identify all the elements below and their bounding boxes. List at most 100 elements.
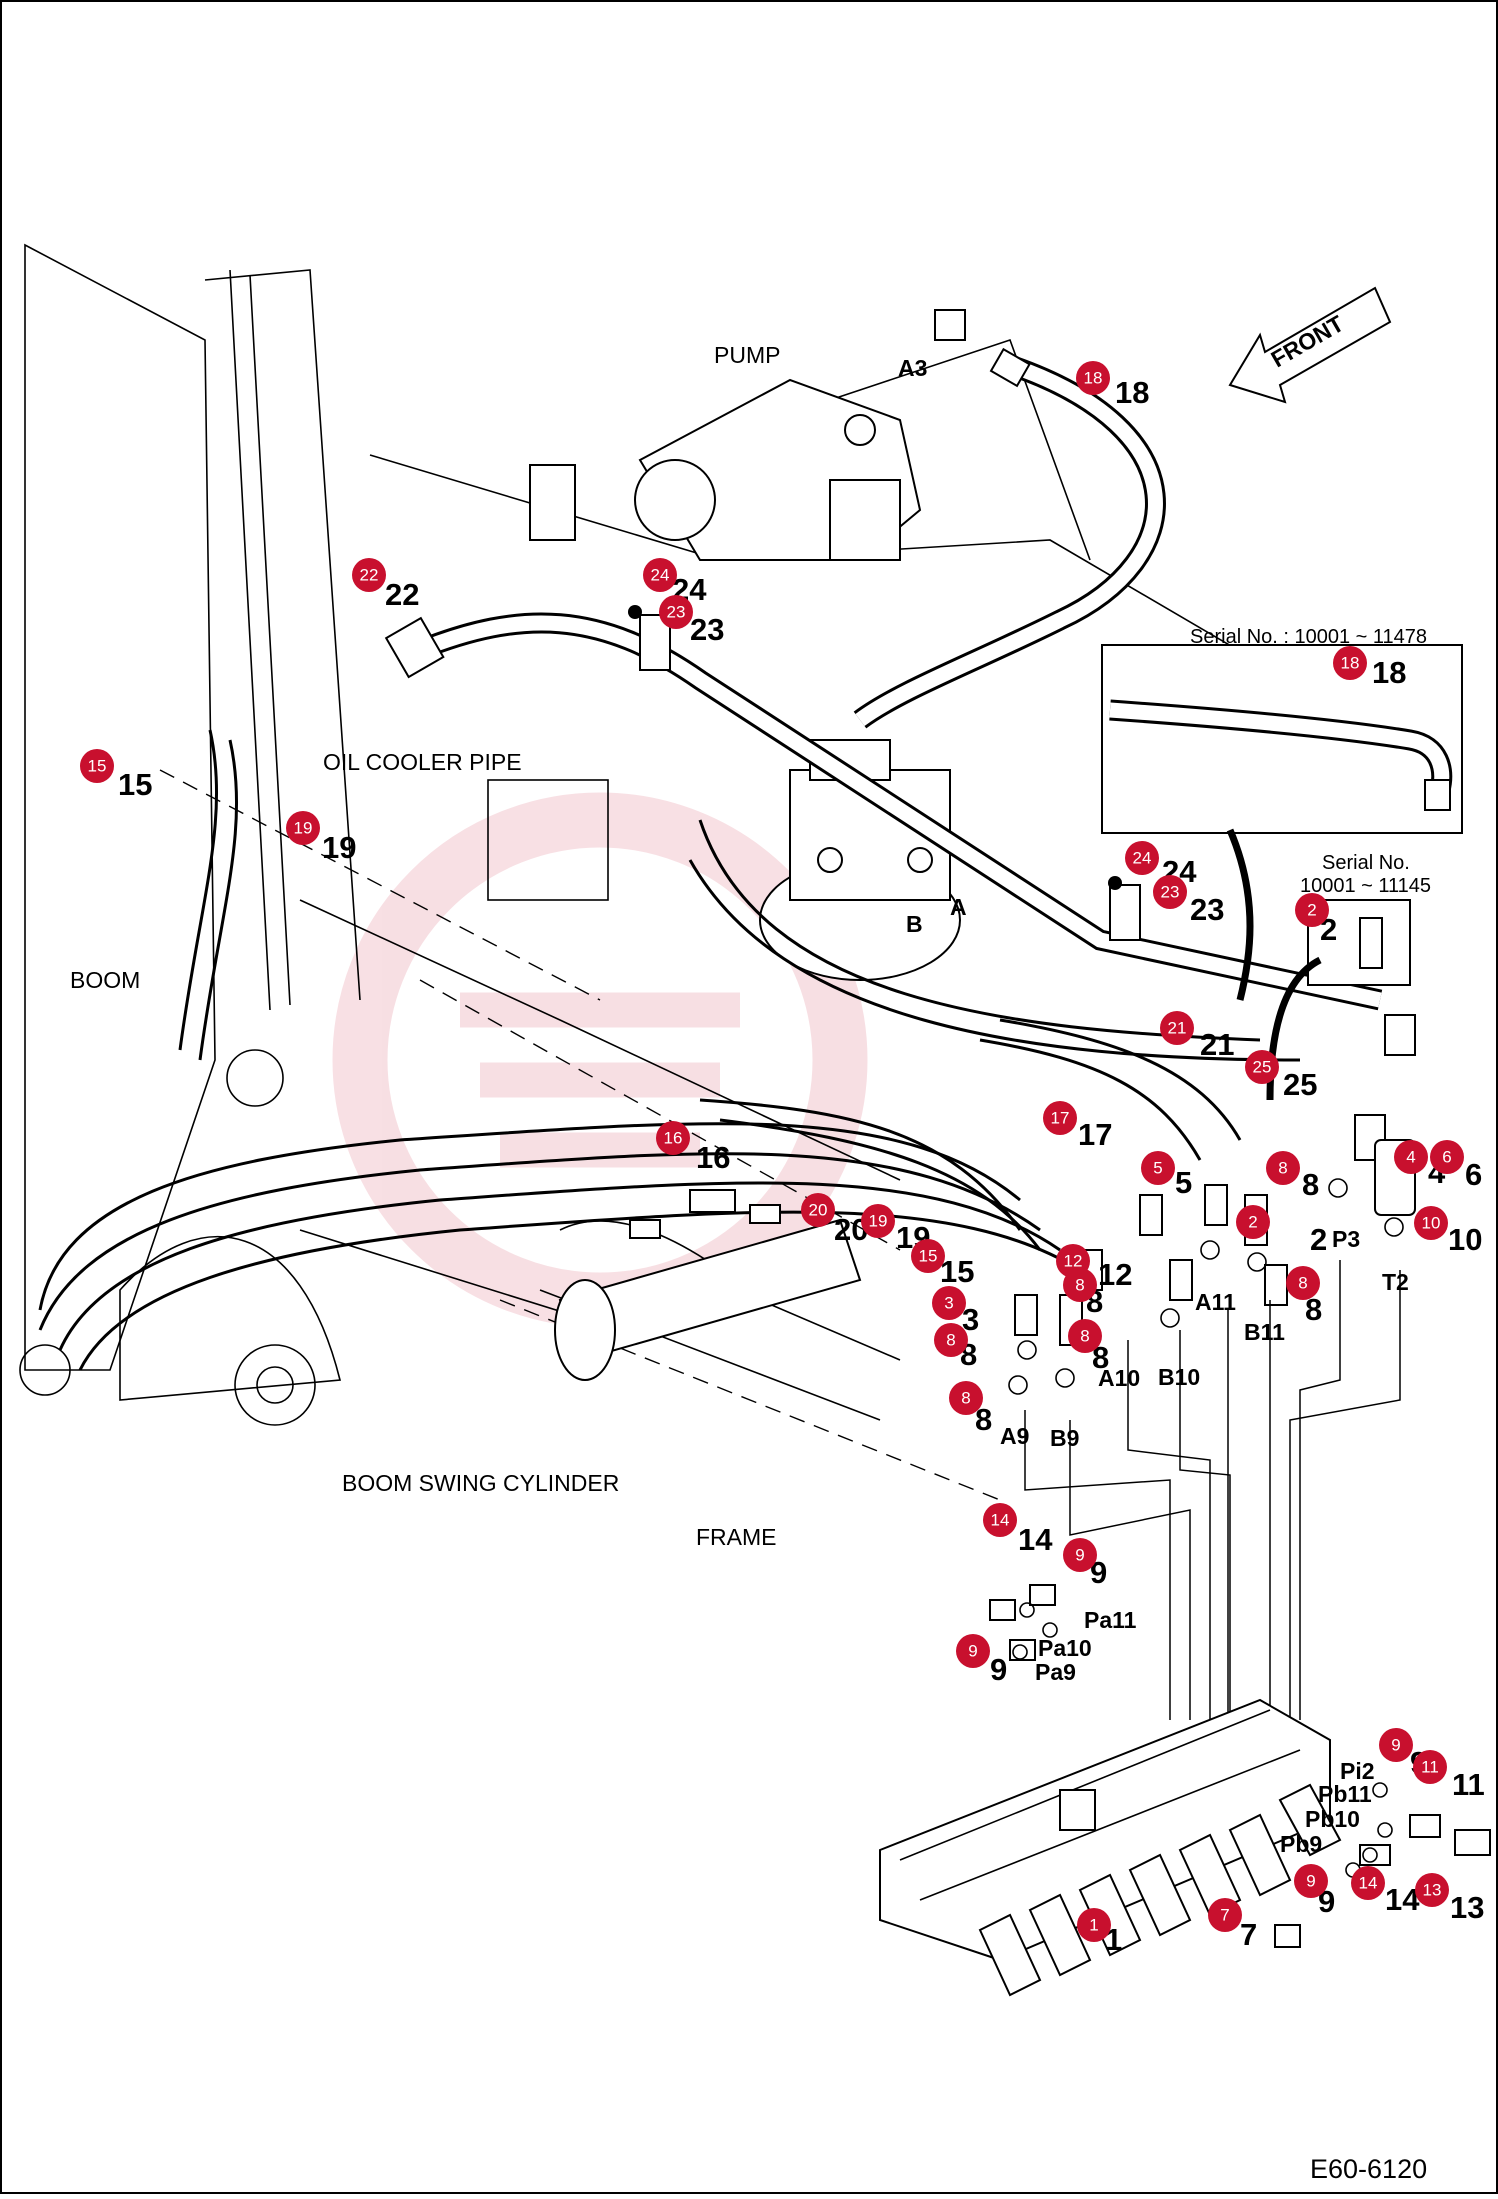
badge-text: 9 [1075,1546,1084,1565]
badge-24: 24 [1125,841,1159,875]
badge-text: 15 [919,1247,938,1266]
badge-text: 8 [1075,1276,1084,1295]
part-number-23: 23 [1190,892,1224,927]
badge-10: 10 [1414,1206,1448,1240]
badge-23: 23 [1153,875,1187,909]
badge-text: 8 [1080,1327,1089,1346]
control-valve [879,1584,1491,1997]
oil-cooler-pipe [384,605,1416,1056]
badge-text: 3 [944,1294,953,1313]
port-leaders [1024,1260,1401,1720]
badge-19: 19 [861,1204,895,1238]
badge-text: 13 [1423,1881,1442,1900]
port-pb9: Pb9 [1280,1831,1322,1857]
part-number-8: 8 [1302,1167,1319,1202]
port-pa10: Pa10 [1038,1635,1092,1661]
badge-2: 2 [1236,1205,1270,1239]
badge-text: 9 [968,1642,977,1661]
serial-box-title: Serial No. : 10001 ~ 11478 [1190,626,1427,648]
badge-19: 19 [286,811,320,845]
badge-text: 8 [961,1389,970,1408]
badge-text: 24 [651,566,670,585]
part-number-15: 15 [940,1254,974,1289]
badge-text: 9 [1391,1736,1400,1755]
badge-text: 5 [1153,1159,1162,1178]
port-pb10: Pb10 [1305,1806,1360,1832]
port-b: B [906,911,923,937]
watermark [332,792,868,1328]
part-number-18: 18 [1115,375,1149,410]
badge-5: 5 [1141,1151,1175,1185]
badge-text: 2 [1307,901,1316,920]
badge-3: 3 [932,1286,966,1320]
serial-note-line1: Serial No. [1322,852,1410,874]
pump-label: PUMP [714,342,780,368]
port-pi2: Pi2 [1340,1758,1375,1784]
badge-18: 18 [1333,646,1367,680]
part-number-11: 11 [1452,1767,1485,1802]
badge-text: 14 [991,1511,1010,1530]
badge-13: 13 [1415,1873,1449,1907]
badge-14: 14 [1351,1866,1385,1900]
badge-8: 8 [949,1381,983,1415]
boom-structure [19,243,361,1426]
part-number-8: 8 [1305,1292,1322,1327]
badge-text: 17 [1051,1109,1070,1128]
badge-text: 8 [946,1331,955,1350]
badge-15: 15 [911,1239,945,1273]
badge-21: 21 [1160,1011,1194,1045]
badge-text: 1 [1089,1916,1098,1935]
part-number-8: 8 [1092,1340,1109,1375]
part-number-12: 12 [1098,1257,1132,1292]
part-number-21: 21 [1200,1027,1234,1062]
badge-text: 20 [809,1201,828,1220]
badge-text: 10 [1422,1214,1441,1233]
boom-swing-cylinder [554,1218,862,1381]
badge-9: 9 [1063,1538,1097,1572]
badge-text: 9 [1306,1872,1315,1891]
part-number-10: 10 [1448,1222,1482,1257]
badge-text: 16 [664,1129,683,1148]
part-number-19: 19 [322,830,356,865]
part-number-6: 6 [1465,1157,1482,1192]
badge-24: 24 [643,558,677,592]
badge-8: 8 [1266,1151,1300,1185]
badge-text: 25 [1253,1058,1272,1077]
port-a: A [950,894,967,920]
main-hoses [38,729,1301,1371]
badge-14: 14 [983,1503,1017,1537]
part-number-5: 5 [1175,1165,1192,1200]
port-t2: T2 [1382,1269,1409,1295]
badge-text: 19 [869,1212,888,1231]
badge-8: 8 [1286,1266,1320,1300]
badge-4: 4 [1394,1140,1428,1174]
hose-18 [853,309,1166,729]
drawing-code: E60-6120 [1310,2154,1427,2184]
badge-23: 23 [659,595,693,629]
badge-25: 25 [1245,1050,1279,1084]
port-pa9: Pa9 [1035,1659,1076,1685]
part-number-16: 16 [696,1140,730,1175]
badge-11: 11 [1413,1750,1447,1784]
badge-text: 22 [360,566,379,585]
badge-text: 18 [1341,654,1360,673]
badge-text: 18 [1084,369,1103,388]
part-number-2: 2 [1310,1222,1327,1257]
fittings [629,1114,1416,1395]
part-number-14: 14 [1018,1522,1053,1557]
port-b10: B10 [1158,1364,1200,1390]
badge-text: 8 [1298,1274,1307,1293]
part-number-17: 17 [1078,1117,1112,1152]
badge-text: 19 [294,819,313,838]
port-b9: B9 [1050,1425,1079,1451]
pump-assembly [529,378,922,561]
port-pa11: Pa11 [1084,1607,1137,1633]
badge-8: 8 [1063,1268,1097,1302]
badge-7: 7 [1208,1898,1242,1932]
badge-1: 1 [1077,1908,1111,1942]
badge-text: 8 [1278,1159,1287,1178]
boom-label: BOOM [70,967,140,993]
